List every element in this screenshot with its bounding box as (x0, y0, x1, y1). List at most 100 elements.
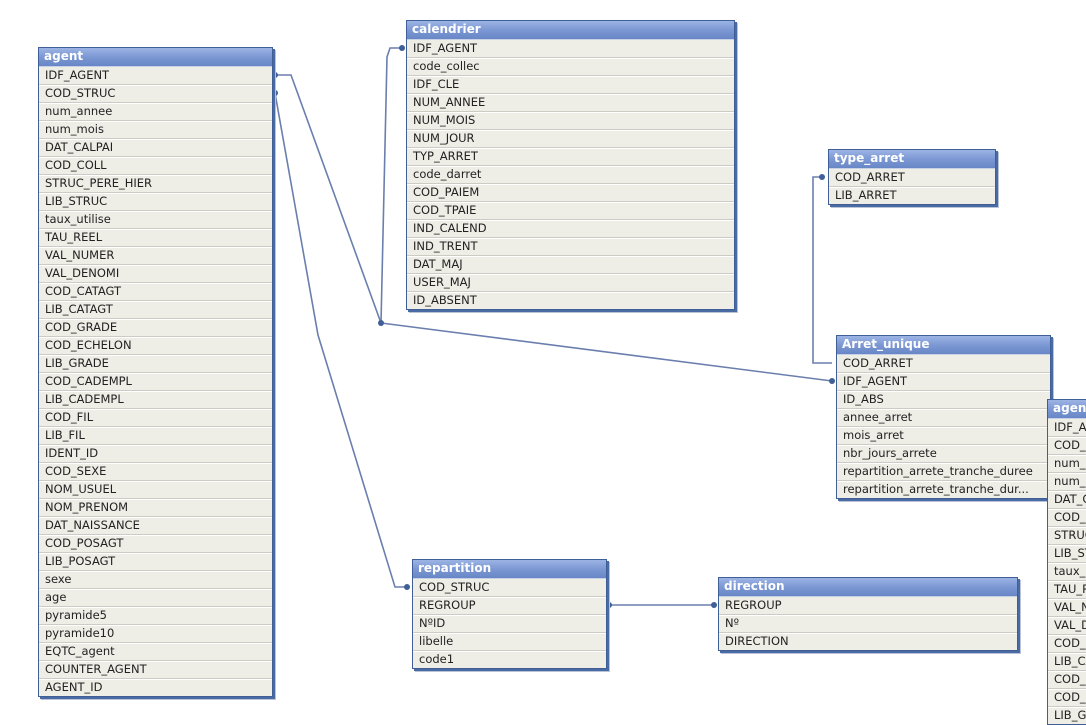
field-row[interactable]: NOM_PRENOM (39, 499, 272, 517)
field-row[interactable]: ID_ABSENT (407, 292, 734, 309)
field-row[interactable]: IDF_CLE (407, 76, 734, 94)
table-title[interactable]: agent (39, 48, 272, 67)
field-row[interactable]: IDF_AGENT (837, 373, 1050, 391)
field-row[interactable]: LIB_POSAGT (39, 553, 272, 571)
field-row[interactable]: COD_COLL (1048, 509, 1086, 527)
field-row[interactable]: LIB_ARRET (829, 187, 995, 204)
field-row[interactable]: mois_arret (837, 427, 1050, 445)
field-row[interactable]: COD_SEXE (39, 463, 272, 481)
field-row[interactable]: taux_utilise (1048, 563, 1086, 581)
field-row[interactable]: LIB_STRUC (1048, 545, 1086, 563)
field-row[interactable]: COD_STRUC (413, 579, 606, 597)
link-endpoint (404, 584, 410, 590)
field-row[interactable]: code1 (413, 651, 606, 668)
field-row[interactable]: COD_POSAGT (39, 535, 272, 553)
field-row[interactable]: VAL_NUMER (39, 247, 272, 265)
table-title[interactable]: repartition (413, 560, 606, 579)
field-row[interactable]: DAT_CALPAI (1048, 491, 1086, 509)
field-row[interactable]: VAL_DENOMI (39, 265, 272, 283)
field-row[interactable]: VAL_NUMER (1048, 599, 1086, 617)
field-row[interactable]: COD_CADEMPL (39, 373, 272, 391)
field-row[interactable]: repartition_arrete_tranche_dur... (837, 481, 1050, 498)
field-row[interactable]: NUM_MOIS (407, 112, 734, 130)
field-row[interactable]: LIB_GRADE (39, 355, 272, 373)
field-row[interactable]: age (39, 589, 272, 607)
field-row[interactable]: COD_TPAIE (407, 202, 734, 220)
field-row[interactable]: IDF_AGENT (407, 40, 734, 58)
field-row[interactable]: COUNTER_AGENT (39, 661, 272, 679)
table-title[interactable]: Arret_unique (837, 336, 1050, 355)
field-row[interactable]: NºID (413, 615, 606, 633)
field-row[interactable]: DAT_CALPAI (39, 139, 272, 157)
field-row[interactable]: NUM_JOUR (407, 130, 734, 148)
field-row[interactable]: COD_COLL (39, 157, 272, 175)
field-row[interactable]: COD_STRUC (1048, 437, 1086, 455)
field-row[interactable]: COD_ARRET (837, 355, 1050, 373)
field-row[interactable]: COD_CATAGT (39, 283, 272, 301)
field-row[interactable]: COD_GRADE (39, 319, 272, 337)
field-row[interactable]: LIB_FIL (39, 427, 272, 445)
field-row[interactable]: TYP_ARRET (407, 148, 734, 166)
field-row[interactable]: TAU_REEL (1048, 581, 1086, 599)
field-row[interactable]: EQTC_agent (39, 643, 272, 661)
field-row[interactable]: num_mois (39, 121, 272, 139)
field-row[interactable]: Nº (719, 615, 1017, 633)
field-row[interactable]: code_darret (407, 166, 734, 184)
field-row[interactable]: COD_GRADE (1048, 671, 1086, 689)
field-row[interactable]: DIRECTION (719, 633, 1017, 650)
field-row[interactable]: STRUC_PERE_HIER (39, 175, 272, 193)
field-row[interactable]: num_mois (1048, 473, 1086, 491)
field-row[interactable]: ID_ABS (837, 391, 1050, 409)
field-row[interactable]: NUM_ANNEE (407, 94, 734, 112)
field-row[interactable]: LIB_CADEMPL (39, 391, 272, 409)
field-row[interactable]: annee_arret (837, 409, 1050, 427)
table-agent2[interactable]: agentIDF_AGENTCOD_STRUCnum_anneenum_mois… (1047, 399, 1086, 725)
field-row[interactable]: AGENT_ID (39, 679, 272, 696)
field-row[interactable]: REGROUP (413, 597, 606, 615)
field-row[interactable]: code_collec (407, 58, 734, 76)
field-row[interactable]: IDF_AGENT (1048, 419, 1086, 437)
field-row[interactable]: COD_ECHELON (1048, 689, 1086, 707)
field-row[interactable]: COD_STRUC (39, 85, 272, 103)
field-row[interactable]: pyramide5 (39, 607, 272, 625)
field-row[interactable]: COD_CATAGT (1048, 635, 1086, 653)
table-title[interactable]: calendrier (407, 21, 734, 40)
field-row[interactable]: LIB_GRADE (1048, 707, 1086, 724)
field-row[interactable]: COD_ARRET (829, 169, 995, 187)
field-row[interactable]: STRUC_PERE_HIER (1048, 527, 1086, 545)
field-row[interactable]: NOM_USUEL (39, 481, 272, 499)
field-row[interactable]: COD_ECHELON (39, 337, 272, 355)
field-row[interactable]: TAU_REEL (39, 229, 272, 247)
field-row[interactable]: USER_MAJ (407, 274, 734, 292)
field-row[interactable]: VAL_DENOMI (1048, 617, 1086, 635)
field-row[interactable]: sexe (39, 571, 272, 589)
field-row[interactable]: IDENT_ID (39, 445, 272, 463)
field-row[interactable]: libelle (413, 633, 606, 651)
field-row[interactable]: IND_TRENT (407, 238, 734, 256)
field-row[interactable]: nbr_jours_arrete (837, 445, 1050, 463)
field-row[interactable]: IDF_AGENT (39, 67, 272, 85)
table-title[interactable]: agent (1048, 400, 1086, 419)
field-row[interactable]: LIB_CATAGT (39, 301, 272, 319)
table-title[interactable]: direction (719, 578, 1017, 597)
field-row[interactable]: pyramide10 (39, 625, 272, 643)
field-row[interactable]: IND_CALEND (407, 220, 734, 238)
field-row[interactable]: num_annee (1048, 455, 1086, 473)
field-row[interactable]: COD_PAIEM (407, 184, 734, 202)
field-row[interactable]: LIB_CATAGT (1048, 653, 1086, 671)
field-row[interactable]: repartition_arrete_tranche_duree (837, 463, 1050, 481)
field-row[interactable]: taux_utilise (39, 211, 272, 229)
field-row[interactable]: LIB_STRUC (39, 193, 272, 211)
field-row[interactable]: DAT_NAISSANCE (39, 517, 272, 535)
field-row[interactable]: num_annee (39, 103, 272, 121)
field-row[interactable]: COD_FIL (39, 409, 272, 427)
field-row[interactable]: REGROUP (719, 597, 1017, 615)
table-title[interactable]: type_arret (829, 150, 995, 169)
field-row[interactable]: DAT_MAJ (407, 256, 734, 274)
